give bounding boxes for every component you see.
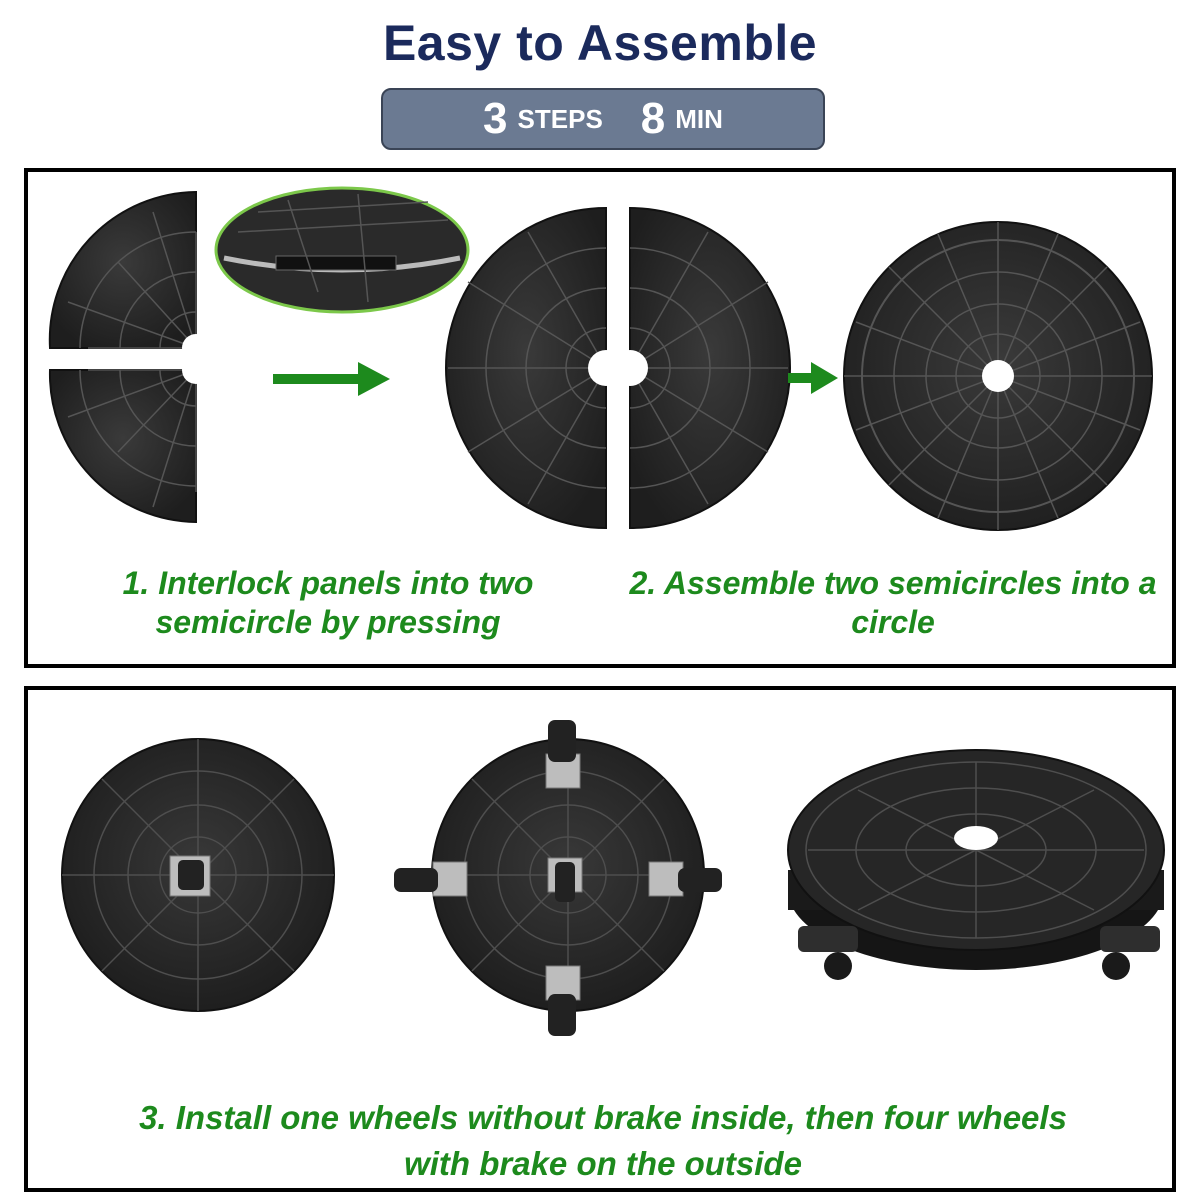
steps-one-two-panel: 1. Interlock panels into two semicircle … <box>24 168 1176 668</box>
assembly-illustration-top <box>48 186 1153 531</box>
step3-line2: then four wheels with brake on the outsi… <box>404 1099 1067 1183</box>
step2-line1: 2. Assemble two semicircles <box>629 565 1063 601</box>
right-semicircle-icon <box>612 206 791 530</box>
time-unit: MIN <box>675 103 723 134</box>
interlock-zoom-icon <box>214 186 470 314</box>
left-semicircle-icon <box>445 206 624 530</box>
page-title: Easy to Assemble <box>382 15 818 71</box>
steps-unit: STEPS <box>517 103 603 134</box>
step2-caption: 2. Assemble two semicircles into a circl… <box>628 564 1158 642</box>
base-underside-center-wheel-icon <box>61 738 335 1012</box>
step3-caption: 3. Install one wheels without brake insi… <box>128 1095 1078 1187</box>
time-number: 8 <box>640 94 666 143</box>
step2-line2: into a circle <box>851 565 1157 641</box>
step-three-panel: 3. Install one wheels without brake insi… <box>24 686 1176 1192</box>
step1-line2: two semicircle by pressing <box>155 565 534 641</box>
finished-plant-caddy-icon <box>787 749 1165 980</box>
base-underside-five-wheels-icon <box>394 720 722 1036</box>
full-circle-base-icon <box>843 221 1153 531</box>
steps-time-badge: 3 STEPS 8 MIN <box>381 88 825 150</box>
step1-line1: 1. Interlock panels into <box>122 565 470 601</box>
arrow-right-icon-2 <box>788 362 838 394</box>
step1-caption: 1. Interlock panels into two semicircle … <box>108 564 548 642</box>
arrow-right-icon <box>273 362 390 396</box>
quarter-panel-bottom-icon <box>48 356 210 524</box>
steps-number: 3 <box>483 94 508 143</box>
step3-line1: 3. Install one wheels without brake insi… <box>139 1099 796 1136</box>
quarter-panel-top-icon <box>48 190 210 362</box>
assembly-illustration-bottom <box>61 720 1165 1036</box>
